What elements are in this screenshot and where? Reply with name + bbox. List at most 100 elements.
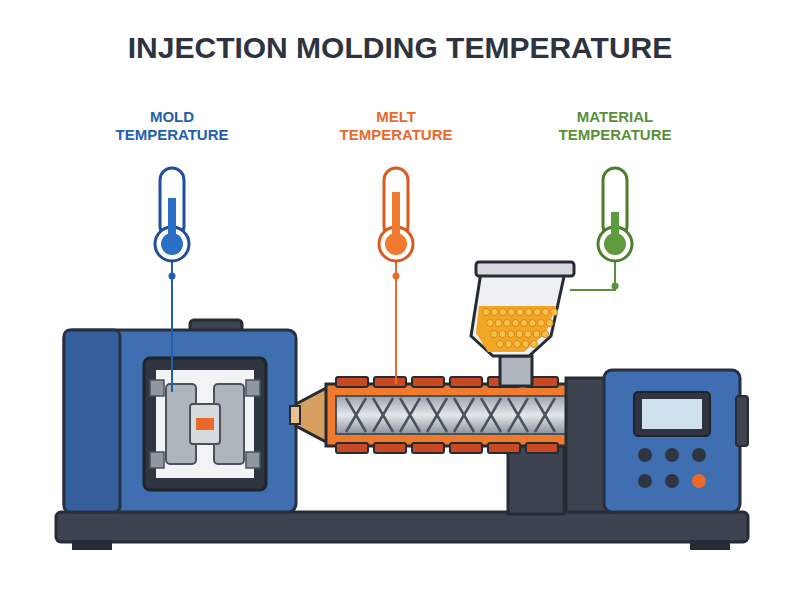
material-hopper: [500, 356, 532, 386]
mold-thermometer: [155, 168, 189, 392]
melt-thermometer: [379, 168, 413, 384]
material-hopper: [471, 262, 574, 386]
plastic-pellet: [546, 320, 553, 327]
control-unit: [604, 370, 740, 512]
material-hopper: [483, 309, 558, 348]
control-unit: [692, 448, 706, 462]
machine-base: [56, 512, 748, 550]
control-unit: [665, 448, 679, 462]
screw-flight: [454, 398, 474, 432]
material-hopper: [476, 262, 574, 276]
material-thermometer: [570, 168, 632, 290]
plastic-pellet: [508, 309, 515, 316]
plastic-pellet: [512, 320, 519, 327]
temperature-label: MATERIAL TEMPERATURE: [540, 108, 690, 144]
barrel-support: [508, 446, 564, 514]
plastic-pellet: [522, 341, 529, 348]
control-unit: [642, 399, 702, 429]
injection-barrel: [326, 384, 574, 446]
clamp-unit: [150, 452, 164, 468]
melt-thermometer: [393, 273, 400, 280]
plastic-pellet: [499, 331, 506, 338]
control-unit: [566, 370, 748, 512]
mold-thermometer: [171, 262, 173, 392]
temperature-label: MOLD TEMPERATURE: [97, 108, 247, 144]
screw-flight: [400, 398, 420, 432]
control-unit: [736, 396, 748, 446]
injection-barrel: [346, 398, 555, 432]
clamp-unit: [196, 418, 214, 430]
clamp-unit: [190, 404, 220, 444]
plastic-pellet: [500, 309, 507, 316]
heater-band: [374, 377, 406, 387]
plastic-pellet: [538, 320, 545, 327]
injection-barrel: [336, 396, 566, 434]
clamp-unit: [156, 370, 254, 478]
material-thermometer: [570, 262, 615, 290]
screw-flight: [508, 398, 528, 432]
plastic-pellet: [483, 309, 490, 316]
melt-thermometer: [385, 233, 407, 255]
plastic-pellet: [531, 341, 538, 348]
control-unit: [665, 474, 679, 488]
heater-band: [412, 377, 444, 387]
heater-band: [526, 443, 558, 453]
plastic-pellet: [533, 331, 540, 338]
machine-base: [72, 540, 112, 550]
plastic-pellet: [487, 320, 494, 327]
plastic-pellet: [505, 341, 512, 348]
plastic-pellet: [521, 320, 528, 327]
plastic-pellet: [534, 309, 541, 316]
plastic-pellet: [508, 331, 515, 338]
control-unit: [692, 474, 706, 488]
control-unit: [638, 448, 652, 462]
mold-thermometer: [161, 233, 183, 255]
injection-barrel: [290, 377, 574, 453]
plastic-pellet: [551, 309, 558, 316]
melt-thermometer: [395, 262, 397, 384]
plastic-pellet: [517, 309, 524, 316]
control-unit: [638, 474, 652, 488]
control-unit: [634, 392, 710, 436]
screw-flight: [535, 398, 555, 432]
injection-barrel: [336, 377, 558, 453]
heater-band: [336, 443, 368, 453]
heater-band: [450, 443, 482, 453]
clamp-unit: [144, 358, 266, 490]
material-thermometer: [612, 283, 619, 290]
screw-flight: [373, 398, 393, 432]
plastic-pellet: [514, 341, 521, 348]
heater-band: [336, 377, 368, 387]
barrel-support: [508, 446, 564, 514]
clamp-unit: [246, 452, 260, 468]
plastic-pellet: [497, 341, 504, 348]
plastic-pellet: [525, 309, 532, 316]
clamp-unit: [64, 330, 120, 512]
temperature-label: MELT TEMPERATURE: [321, 108, 471, 144]
injection-barrel: [290, 406, 300, 424]
clamp-unit: [64, 330, 296, 512]
screw-flight: [481, 398, 501, 432]
heater-band: [374, 443, 406, 453]
heater-band: [450, 377, 482, 387]
screw-flight: [427, 398, 447, 432]
plastic-pellet: [516, 331, 523, 338]
heater-band: [488, 443, 520, 453]
clamp-unit: [246, 380, 260, 396]
plastic-pellet: [525, 331, 532, 338]
plastic-pellet: [542, 309, 549, 316]
plastic-pellet: [504, 320, 511, 327]
diagram-title: INJECTION MOLDING TEMPERATURE: [0, 30, 800, 66]
screw-flight: [346, 398, 366, 432]
plastic-pellet: [495, 320, 502, 327]
machine-base: [690, 540, 730, 550]
plastic-pellet: [491, 331, 498, 338]
clamp-unit: [150, 380, 164, 396]
plastic-pellet: [491, 309, 498, 316]
heater-band: [412, 443, 444, 453]
machine-base: [56, 512, 748, 542]
plastic-pellet: [542, 331, 549, 338]
material-hopper: [476, 306, 556, 352]
mold-thermometer: [169, 273, 176, 280]
